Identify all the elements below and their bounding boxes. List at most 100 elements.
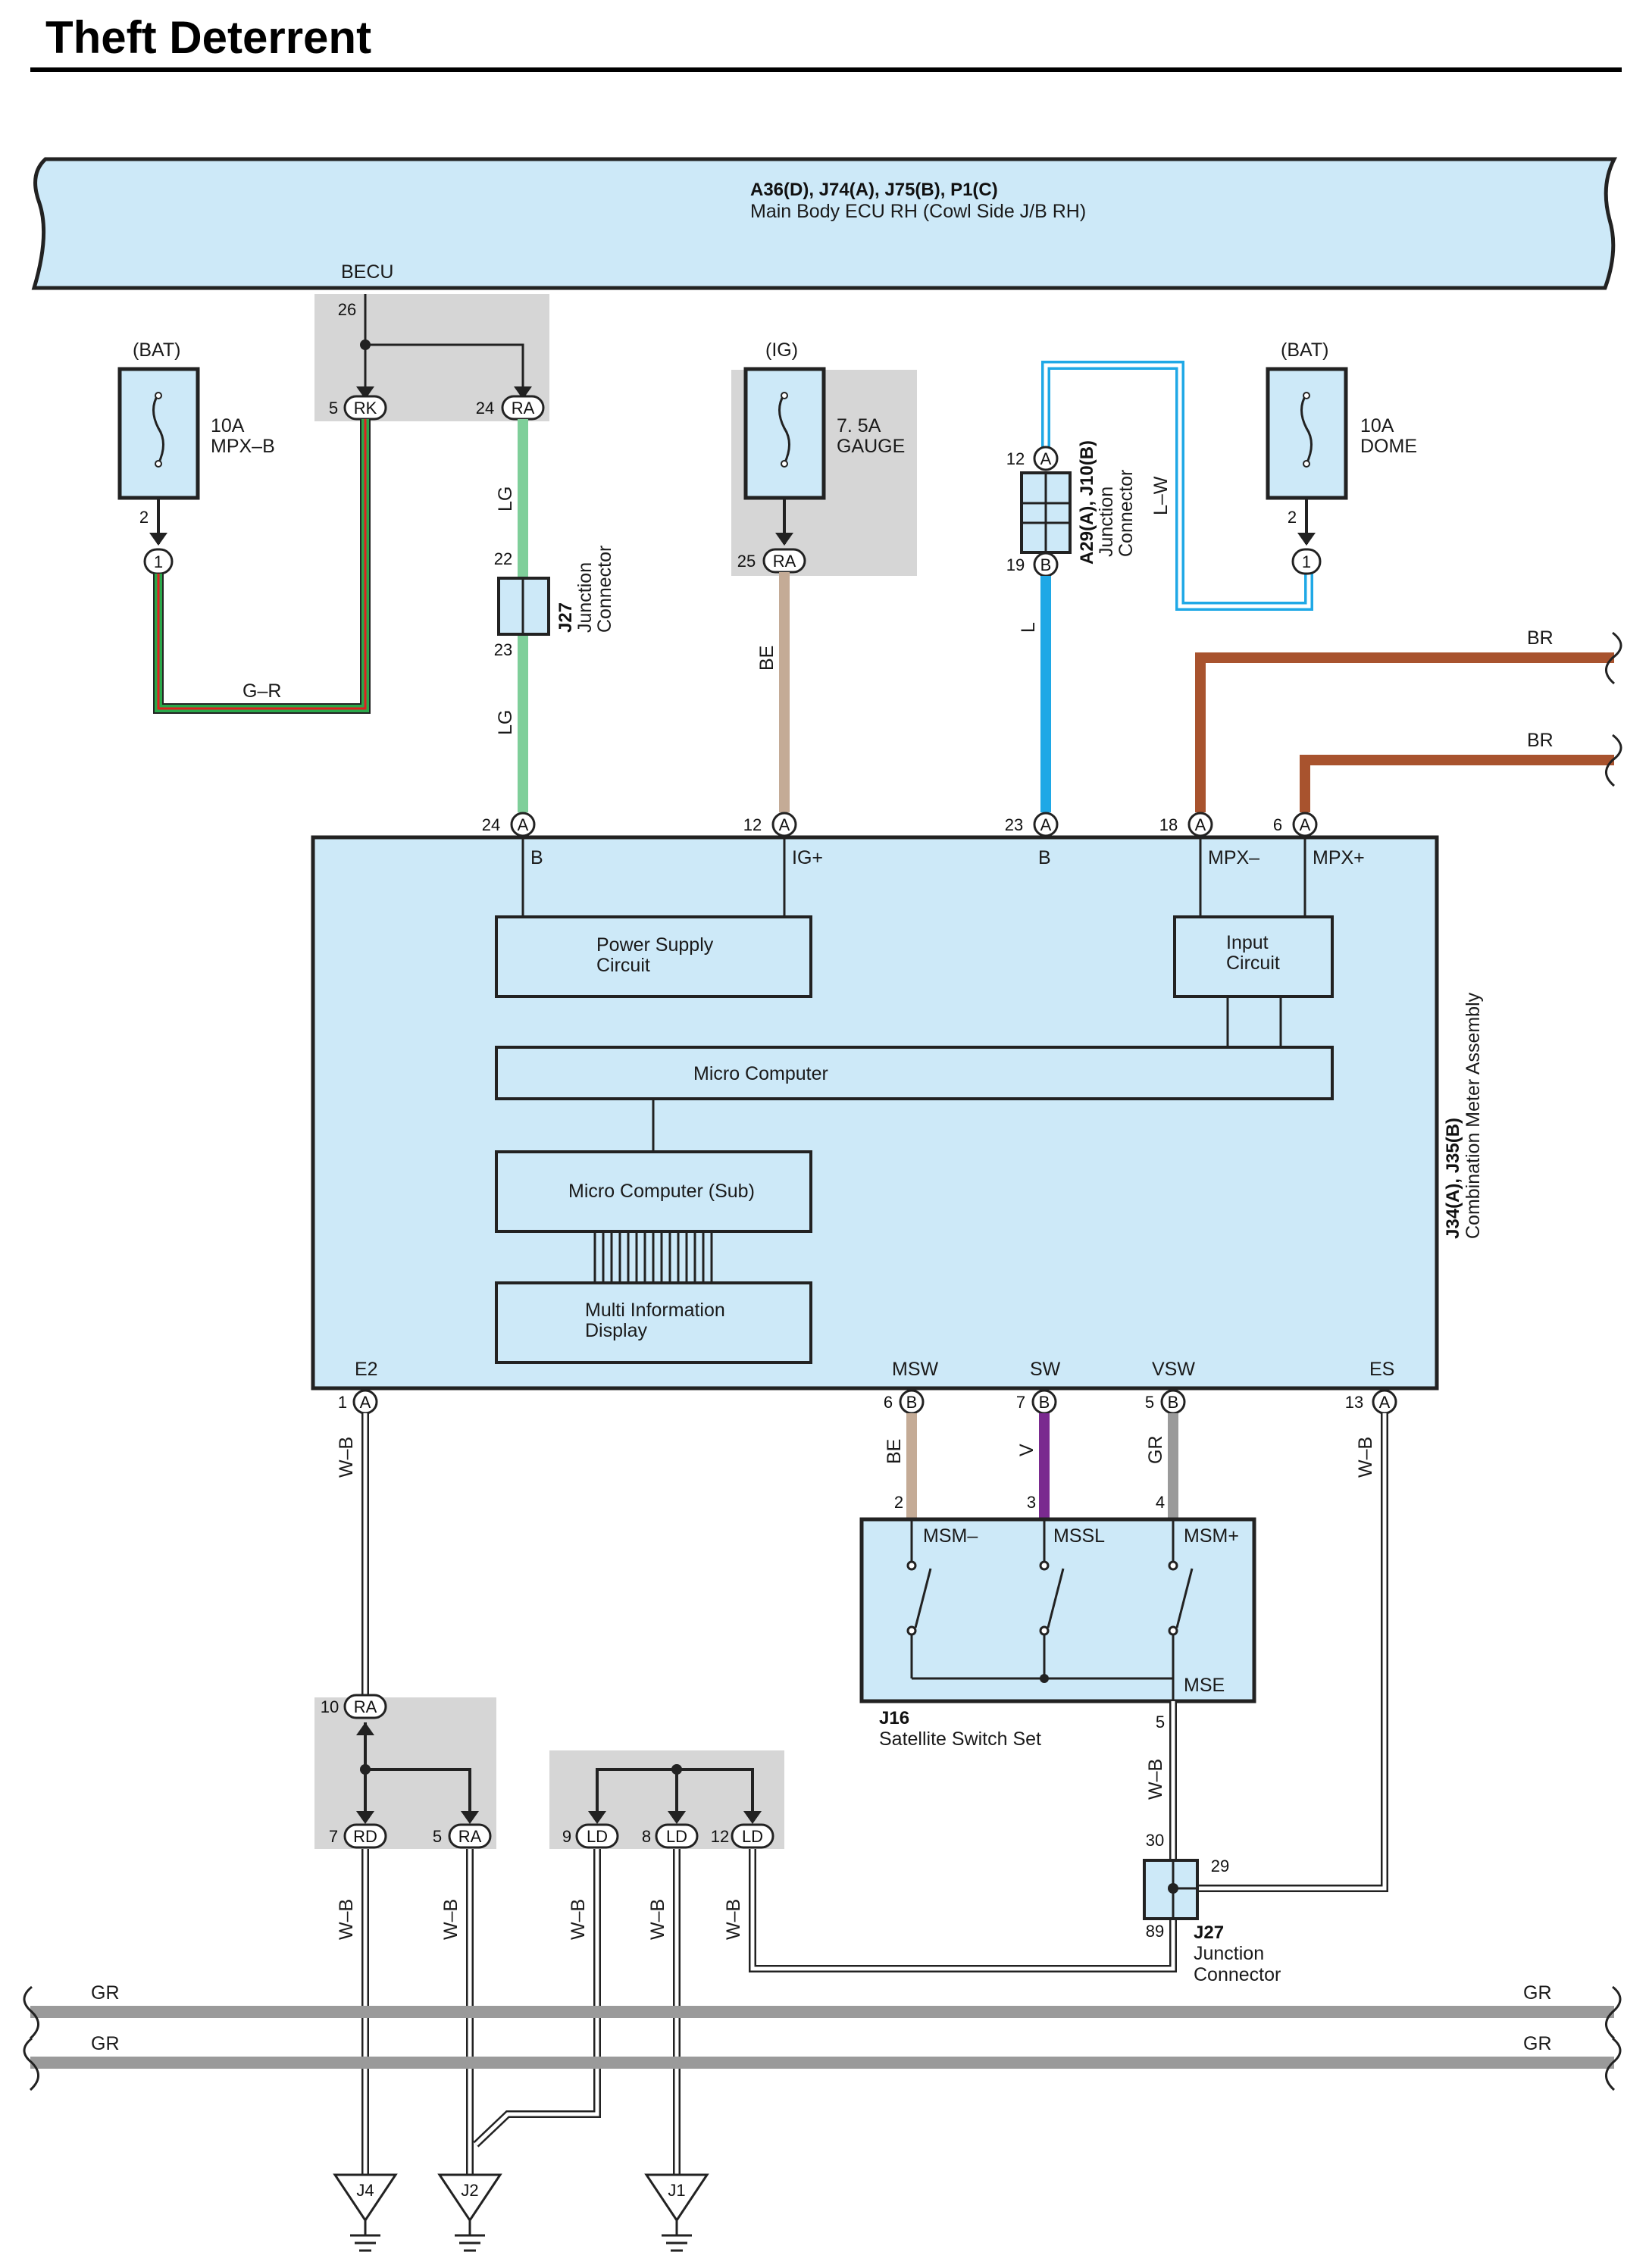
connector-ld-9-label: LD	[587, 1827, 608, 1846]
wire-gr-label: GR	[1145, 1436, 1166, 1465]
input-circuit-label2: Circuit	[1226, 953, 1280, 974]
multi-information-display	[495, 1281, 812, 1364]
j27-bottom-pin-30: 30	[1146, 1831, 1164, 1850]
bus-lines	[593, 1231, 713, 1283]
a29-conn-b-label: B	[1040, 555, 1052, 574]
wire-v-label: V	[1016, 1444, 1037, 1456]
svg-text:5: 5	[1145, 1393, 1154, 1412]
meter-bottom-pin-3: B 7	[1016, 1389, 1057, 1415]
sat-term-mse: MSE	[1184, 1675, 1225, 1696]
connector-ra-10-label: RA	[354, 1697, 377, 1716]
fuse-dome-pin-top: 2	[1288, 508, 1297, 527]
input-circuit	[1173, 915, 1334, 998]
meter-term-sw: SW	[1030, 1359, 1061, 1380]
wire-g-r-label: G–R	[242, 680, 281, 702]
a29-pin-b: 19	[1006, 555, 1025, 574]
j27-bottom-label1: Junction	[1194, 1943, 1264, 1964]
j27-top-pin-in: 22	[494, 549, 512, 568]
wire-wb-j4-label: W–B	[336, 1899, 357, 1940]
sat-pin-2: 2	[894, 1493, 903, 1512]
micro-computer	[495, 1046, 1334, 1100]
wire-lg2-label: LG	[495, 710, 516, 735]
sat-term-msm-plus: MSM+	[1184, 1525, 1239, 1547]
sat-pin-mse: 5	[1156, 1713, 1165, 1732]
j27-top-pin-out: 23	[494, 640, 512, 659]
gr-bus-1-left: GR	[91, 1982, 120, 2004]
svg-text:A: A	[518, 815, 529, 834]
sat-term-msm-minus: MSM–	[923, 1525, 978, 1547]
fuse-gauge-name: GAUGE	[837, 436, 905, 457]
a29-conn-a-label: A	[1040, 449, 1052, 468]
j27-bottom-label2: Connector	[1194, 1964, 1281, 1985]
fuse-dome-connector	[1291, 548, 1322, 575]
micro-computer-sub	[495, 1150, 812, 1233]
connector-ra-5-label: RA	[458, 1827, 482, 1846]
fuse-gauge-conn-label: RA	[773, 552, 796, 571]
connector-ld-8-pin: 8	[642, 1827, 651, 1846]
wire-wb-j2-label: W–B	[440, 1899, 462, 1940]
svg-text:A: A	[1195, 815, 1206, 834]
connector-rd	[343, 1823, 387, 1849]
a29-pin-a: 12	[1006, 449, 1025, 468]
sat-term-mssl: MSSL	[1053, 1525, 1105, 1547]
fuse-mpxb-symbol	[152, 393, 164, 465]
fuse-gauge-symbol	[778, 393, 790, 465]
power-supply-label2: Circuit	[596, 955, 650, 976]
satellite-name: Satellite Switch Set	[879, 1728, 1041, 1750]
fuse-dome-symbol	[1300, 393, 1313, 465]
micro-computer-sub-label: Micro Computer (Sub)	[568, 1181, 755, 1202]
satellite-id: J16	[879, 1708, 909, 1728]
a29-label1: Junction	[1096, 486, 1117, 557]
a29-id: A29(A), J10(B)	[1077, 440, 1097, 565]
meter-bottom-pin-5: A 13	[1345, 1389, 1397, 1415]
micro-computer-label: Micro Computer	[693, 1063, 828, 1084]
svg-text:12: 12	[743, 815, 762, 834]
wire-be-gauge-label: BE	[756, 646, 778, 671]
j27-bottom-pin-89: 89	[1146, 1922, 1164, 1941]
connector-ld-12-label: LD	[742, 1827, 763, 1846]
meter-term-e2: E2	[355, 1359, 378, 1380]
connector-ra-top-pin: 24	[476, 399, 494, 418]
connector-ra-5	[448, 1823, 492, 1849]
becu-label: BECU	[341, 261, 393, 283]
svg-text:23: 23	[1005, 815, 1023, 834]
gr-bus-2-left: GR	[91, 2033, 120, 2054]
wire-wb-es-label: W–B	[1355, 1437, 1376, 1478]
svg-text:B: B	[1039, 1393, 1050, 1412]
mid-label1: Multi Information	[585, 1300, 725, 1321]
j27-bottom-id: J27	[1194, 1922, 1224, 1943]
meter-bottom-pin-1: A 1	[338, 1389, 378, 1415]
gr-bus-2-right: GR	[1523, 2033, 1552, 2054]
wire-br2-label: BR	[1527, 730, 1554, 751]
fuse-mpxb-conn-pin: 1	[154, 552, 163, 571]
meter-term-b1: B	[530, 847, 543, 868]
connector-ra-10	[343, 1694, 387, 1719]
page-title: Theft Deterrent	[45, 12, 371, 63]
fuse-mpxb-source: (BAT)	[133, 339, 180, 361]
svg-text:A: A	[1040, 815, 1052, 834]
meter-term-msw: MSW	[892, 1359, 939, 1380]
svg-text:A: A	[1300, 815, 1311, 834]
connector-ld-8	[655, 1823, 699, 1849]
sat-pin-4: 4	[1156, 1493, 1165, 1512]
connector-ld-8-label: LD	[666, 1827, 687, 1846]
wire-wb-e2-label: W–B	[336, 1437, 357, 1478]
svg-text:A: A	[1379, 1393, 1391, 1412]
fuse-dome-source: (BAT)	[1281, 339, 1328, 361]
j27-top-label2: Connector	[594, 546, 615, 633]
connector-ra-top-label: RA	[512, 399, 535, 418]
j27-top-id: J27	[555, 602, 576, 633]
wire-lg1-label: LG	[495, 486, 516, 511]
fuse-gauge-rating: 7. 5A	[837, 415, 881, 436]
connector-rd-label: RD	[353, 1827, 377, 1846]
ecu-name-label: Main Body ECU RH (Cowl Side J/B RH)	[750, 201, 1086, 222]
gr-bus-1-right: GR	[1523, 1982, 1552, 2004]
meter-term-b2: B	[1038, 847, 1051, 868]
meter-top-pin-5: A 6	[1273, 812, 1318, 837]
meter-top-pin-1: A 24	[482, 812, 536, 837]
fuse-gauge-box	[743, 367, 826, 500]
fuse-gauge-source: (IG)	[765, 339, 798, 361]
fuse-mpxb-name: MPX–B	[211, 436, 275, 457]
ground-j1	[644, 2173, 709, 2252]
